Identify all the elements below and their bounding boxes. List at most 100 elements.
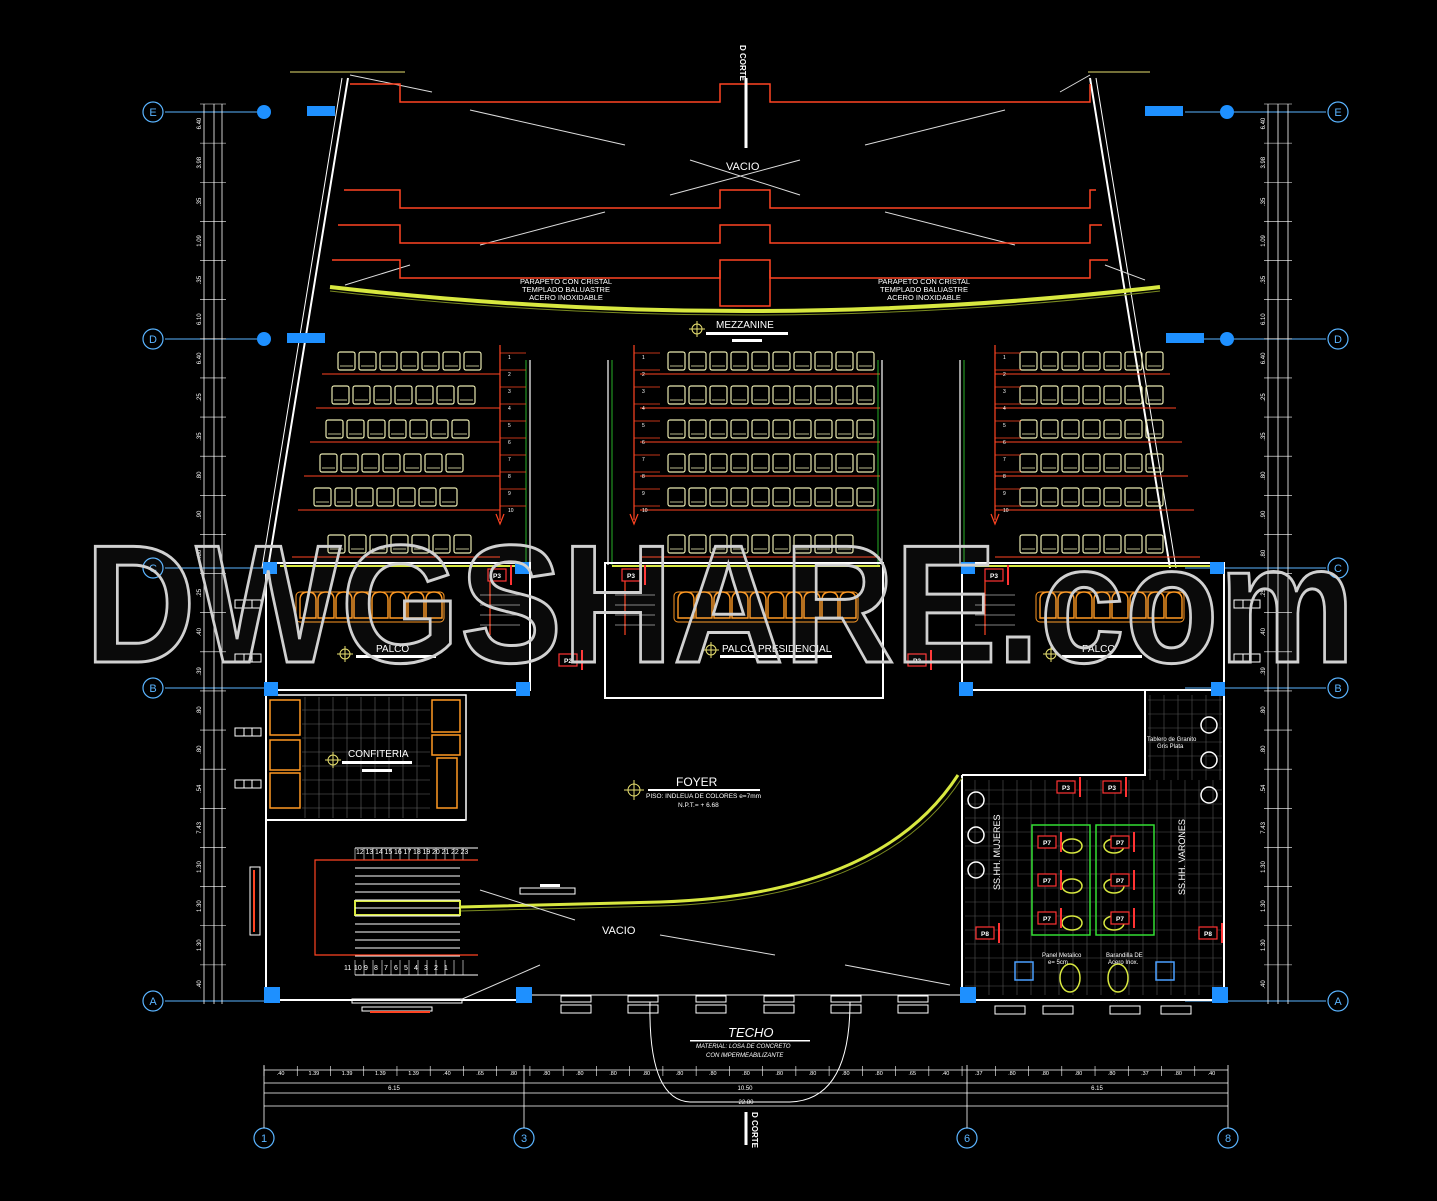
seat-right [1061,351,1080,371]
seat-center [688,385,707,405]
stair-number: 3 [424,965,428,972]
axis-label: 8 [1225,1133,1231,1145]
seat-left [340,453,359,473]
aisle-step-number: 10 [508,508,514,514]
mezzanine-label: MEZZANINE [716,320,774,331]
dim-value: .65 [476,1071,484,1077]
dim-value: .40 [197,627,203,636]
bench [234,599,262,609]
aisle-step-number: 5 [642,423,645,429]
stair-number: 2 [434,965,438,972]
seat-right [1040,453,1059,473]
seat-right [1040,534,1059,554]
seat-left [436,385,455,405]
dim-value: 1.30 [197,861,203,873]
stair-entry [351,998,463,1004]
svg-text:PARAPETO CON CRISTAL: PARAPETO CON CRISTAL [520,277,612,286]
tier-step [338,224,1102,244]
vacio-bottom-label: VACIO [602,925,636,937]
seat-center [709,351,728,371]
door-tag [1110,873,1130,887]
door-tag [1110,911,1130,925]
seat-center [667,419,686,439]
seat-center [793,385,812,405]
door-tag-label: P3 [1062,785,1070,792]
bench [234,653,262,663]
seat-center [751,487,770,507]
seat-center [730,419,749,439]
seat-right [1061,534,1080,554]
axis-label: C [149,563,157,575]
stair-number: 4 [414,965,418,972]
seat-center [688,419,707,439]
seat-right [1124,351,1143,371]
seat-right [1019,453,1038,473]
foyer-level-note: N.P.T.= + 6.68 [678,802,719,809]
axis-bubble [1327,557,1349,579]
seat-right [1145,351,1164,371]
seat-center [667,385,686,405]
tier-step [344,189,1096,209]
aisle-step-number: 7 [642,457,645,463]
foyer-tag: FOYER PISO: INDLEUA DE COLORES e=7mm N.P… [624,775,761,809]
seat-left [325,419,344,439]
aisle-step-number: 8 [508,474,511,480]
dim-value: 1.39 [342,1071,353,1077]
bench [560,1004,592,1014]
seat-center [793,487,812,507]
seat-right [1061,487,1080,507]
seat-center [751,453,770,473]
palco-left-label: PALCO [376,644,409,655]
dim-value: .80 [1041,1071,1049,1077]
techo-material-2: CON IMPERMEABILIZANTE [706,1053,784,1059]
ss-mujeres-label: SS.HH. MUJERES [992,814,1002,890]
dim-value: .80 [1261,549,1267,558]
seat-center [835,419,854,439]
palco-right-tag: PALCO [1043,644,1142,662]
aisle-step-number: 1 [1003,355,1006,361]
dim-value: 1.09 [1261,234,1267,246]
tablero-note-1: Tablero de Granito [1147,737,1197,743]
window-unit [763,995,795,1003]
panel-note-2: e= 5cm [1048,960,1068,966]
upper-tier-steps [332,83,1108,307]
bench [1233,653,1261,663]
aisle-step-number: 3 [1003,389,1006,395]
seat-right [1019,534,1038,554]
aisle-step-number: 7 [508,457,511,463]
stair-number: 15 [385,849,393,856]
seat-right [1061,419,1080,439]
dim-value: .80 [197,745,203,754]
exterior-benches [234,599,1261,1015]
seat-left [418,487,437,507]
column [1145,106,1183,116]
axis-bubble [142,328,164,350]
aisle-step-number: 7 [1003,457,1006,463]
seat-center [730,453,749,473]
dim-value: .80 [1108,1071,1116,1077]
column [264,682,278,696]
parapet-glass-rail [329,285,1161,313]
aisle-step-number: 6 [508,440,511,446]
seat-right [1040,351,1059,371]
seat-center [814,487,833,507]
tier-step [350,83,1091,103]
seat-right [1145,453,1164,473]
round-column [257,105,271,119]
seat-left [358,351,377,371]
dim-value: 1.39 [309,1071,320,1077]
seat-center [856,453,875,473]
axis-label: C [1334,563,1342,575]
seat-right [1145,419,1164,439]
seat-center [814,351,833,371]
auditorium-walls [261,77,1177,569]
bench [1042,1005,1074,1015]
foyer-floor-note: PISO: INDLEUA DE COLORES e=7mm [646,793,761,800]
palco-lounge-seats [295,591,1185,623]
door-tag-label: P3 [493,573,501,580]
dim-value: .80 [1261,745,1267,754]
seat-left [379,351,398,371]
seat-left [439,487,458,507]
seat-left [327,534,346,554]
seat-right [1124,419,1143,439]
